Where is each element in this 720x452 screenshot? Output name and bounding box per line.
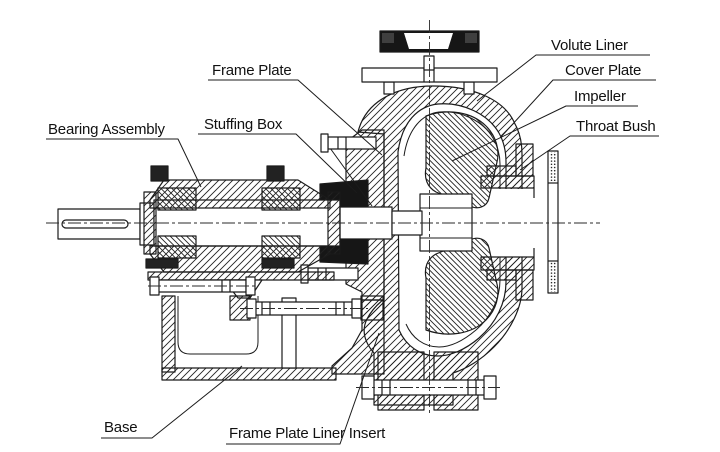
leader-cover-plate	[499, 79, 656, 139]
label-frame-plate-liner-insert: Frame Plate Liner Insert	[229, 425, 386, 442]
bearing-right-upper	[261, 187, 301, 211]
leader-frame-plate	[208, 79, 383, 156]
label-cover-plate: Cover Plate	[565, 62, 641, 79]
throat-bush-upper	[515, 143, 534, 177]
pedestal-and-base	[147, 271, 384, 381]
base-plate	[161, 367, 337, 381]
casing-bottom-lugs	[361, 351, 497, 411]
leader-stuffing-box	[198, 133, 358, 194]
leader-throat-bush	[519, 135, 659, 171]
label-bearing-assembly: Bearing Assembly	[48, 121, 166, 138]
leader-base	[101, 365, 243, 439]
label-stuffing-box: Stuffing Box	[204, 116, 283, 133]
leader-impeller	[451, 105, 638, 162]
volute-liner-seam	[403, 111, 501, 348]
label-volute-liner: Volute Liner	[551, 37, 628, 54]
bearing-assembly	[143, 165, 341, 273]
shaft-keyway	[61, 219, 129, 229]
label-impeller: Impeller	[574, 88, 626, 105]
label-base: Base	[104, 419, 137, 436]
leader-frame-plate-liner-insert	[226, 332, 380, 445]
label-frame-plate: Frame Plate	[212, 62, 292, 79]
leader-lines	[46, 54, 659, 445]
impeller-hub	[419, 193, 473, 252]
labels: Bearing Assembly Frame Plate Stuffing Bo…	[48, 37, 656, 442]
bearing-left-lower	[157, 235, 197, 259]
leader-bearing-assembly	[46, 138, 202, 188]
impeller	[419, 111, 499, 335]
throat-bush-lower	[515, 269, 534, 301]
suction-gasket-disc	[547, 150, 559, 294]
bearing-right-lower	[261, 235, 301, 259]
pedestal-left-wall	[161, 295, 176, 373]
gland-bolt-top	[320, 133, 377, 153]
bearing-clamp-left	[150, 165, 169, 182]
bearing-left-upper	[157, 187, 197, 211]
leader-volute-liner	[476, 54, 650, 102]
label-throat-bush: Throat Bush	[576, 118, 656, 135]
bearing-clamp-right	[266, 165, 285, 182]
pedestal-interior	[177, 296, 259, 355]
bolt-boss-right	[360, 295, 384, 321]
centerlines	[46, 20, 600, 415]
